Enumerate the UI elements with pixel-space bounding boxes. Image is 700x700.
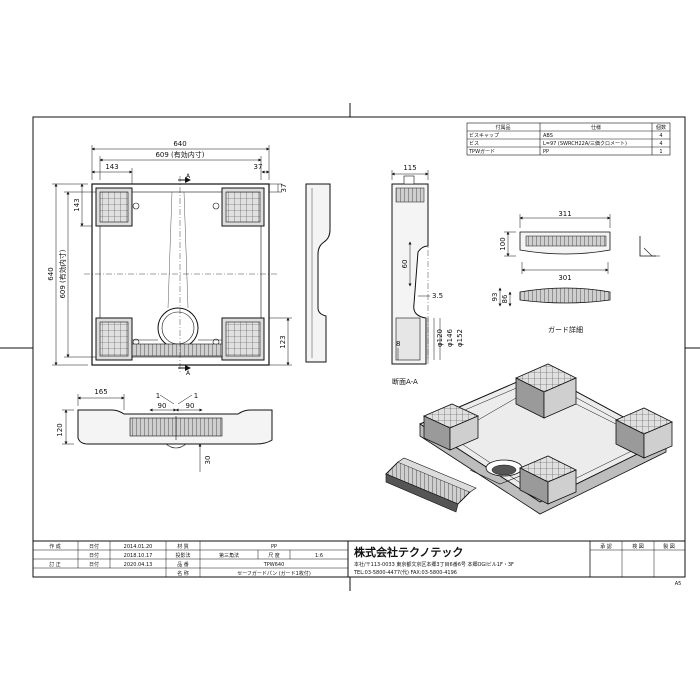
isometric-view	[418, 363, 673, 515]
dim-311: 311	[558, 210, 571, 218]
section-label: 断面A-A	[392, 377, 418, 386]
dim-height-inner: 609 (有効内寸)	[58, 249, 67, 298]
guard-dimensions	[498, 214, 611, 307]
tb-part-number: TPW640	[263, 562, 285, 568]
side-view	[305, 183, 331, 363]
dim-165: 165	[94, 388, 107, 396]
tb-material: PP	[271, 544, 277, 550]
parts-row-1-qty: 4	[659, 133, 662, 139]
dim-d152: φ152	[456, 329, 464, 347]
dim-d120: φ120	[436, 329, 444, 347]
dim-60: 60	[401, 260, 409, 269]
parts-row-3-qty: 1	[659, 149, 662, 155]
dim-3-5: 3.5	[432, 292, 443, 300]
dim-left-pad: 143	[105, 163, 118, 171]
dim-top-pad: 143	[73, 198, 81, 211]
parts-header-item: 付属品	[495, 124, 510, 131]
sheet-size: A5	[675, 581, 682, 587]
company-phone: TEL:03-5800-4477(代) FAX:03-5800-4196	[353, 569, 457, 576]
dim-right-pad: 37	[254, 163, 263, 171]
dim-301: 301	[558, 274, 571, 282]
parts-header-qty: 個数	[656, 124, 666, 131]
dim-115: 115	[403, 164, 416, 172]
tb-projection-label: 投影法	[175, 552, 190, 559]
tb-date-2: 2018.10.17	[124, 553, 153, 559]
parts-row-1-spec: ABS	[543, 133, 553, 139]
tb-inspect: 検 図	[632, 543, 644, 550]
dim-8: 8	[396, 340, 400, 348]
section-mark-top: A	[186, 173, 191, 180]
front-view	[77, 409, 273, 449]
dim-width-total: 640	[173, 140, 186, 148]
parts-table	[466, 122, 671, 156]
dim-90-right: 90	[186, 402, 195, 410]
tb-date-3: 2020.04.13	[124, 562, 153, 568]
dim-93: 93	[491, 293, 499, 302]
parts-row-1-item: ビスキャップ	[469, 132, 499, 139]
parts-row-3-spec: PP	[543, 149, 549, 155]
tb-date-label-2: 日付	[89, 552, 99, 559]
section-dimensions	[391, 170, 441, 360]
tb-part-label: 品 番	[177, 561, 189, 568]
tb-scale: 1:6	[315, 553, 323, 559]
tb-product-name: セーフガードパン (ガード1枚付)	[237, 570, 311, 577]
front-view-dimensions	[62, 394, 203, 472]
parts-row-2-item: ビス	[469, 140, 479, 147]
section-mark-bottom: A	[186, 370, 191, 377]
dim-d146: φ146	[446, 328, 454, 347]
dim-90-left: 90	[158, 402, 167, 410]
tb-role-create: 作 成	[49, 543, 61, 550]
top-view	[84, 176, 278, 372]
tb-draw: 製 図	[663, 543, 675, 550]
tb-projection: 第三角法	[219, 552, 239, 559]
dim-width-inner: 609 (有効内寸)	[155, 150, 204, 159]
tb-role-revise: 訂 正	[49, 561, 61, 568]
tb-date-1: 2014.01.20	[124, 544, 153, 550]
tb-date-label-3: 日付	[89, 561, 99, 568]
dim-right-pad-vertical: 37	[280, 184, 288, 193]
tb-date-label-1: 日付	[89, 543, 99, 550]
dim-bottom-pad: 123	[279, 335, 287, 348]
dim-86: 86	[501, 294, 509, 303]
title-block	[32, 540, 686, 578]
tb-material-label: 材 質	[177, 543, 189, 550]
tb-approve: 承 認	[600, 543, 612, 550]
tb-scale-label: 尺 度	[268, 552, 280, 559]
dim-height-total: 640	[47, 267, 55, 280]
parts-row-2-spec: L=97 (SWRCH22A/三価クロメート)	[543, 140, 627, 147]
dim-30: 30	[204, 456, 212, 465]
guard-detail	[519, 231, 660, 304]
parts-header-spec: 仕様	[591, 124, 601, 131]
isometric-guard	[385, 457, 477, 513]
top-view-dimensions	[52, 145, 292, 366]
dim-1-right: 1	[194, 392, 198, 400]
guard-label: ガード詳細	[548, 325, 583, 334]
company-address: 本社/〒113-0033 東京都文京区本郷3丁目6番6号 本郷OGIビル1F・3…	[354, 561, 514, 568]
dim-100: 100	[499, 237, 507, 250]
dim-120: 120	[56, 423, 64, 436]
company-name: 株式会社テクノテック	[354, 545, 463, 559]
tb-name-label: 名 称	[177, 570, 189, 577]
parts-row-3-item: TPWガード	[468, 148, 495, 155]
parts-row-2-qty: 4	[659, 141, 662, 147]
dim-1-left: 1	[156, 392, 160, 400]
